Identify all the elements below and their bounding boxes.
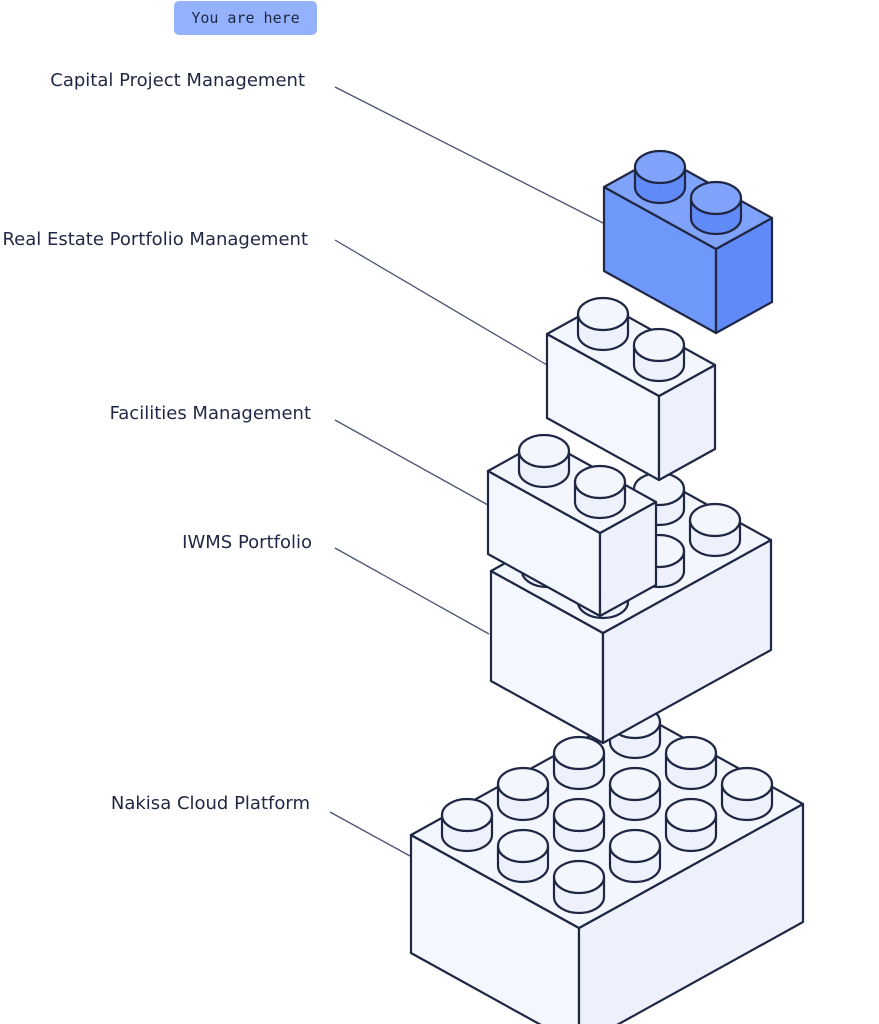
stud [517, 433, 571, 489]
stud-top [608, 828, 662, 864]
stud-top [664, 797, 718, 833]
stud-top [688, 502, 742, 538]
stud-top [720, 766, 774, 802]
stud-top [552, 735, 606, 771]
stud-top [689, 180, 743, 216]
stud-top [632, 327, 686, 363]
stud [440, 797, 494, 853]
brick-facilities-management [486, 433, 658, 618]
leader-lines [329, 86, 606, 857]
stud [689, 180, 743, 236]
stud [608, 766, 662, 822]
stud [496, 828, 550, 884]
you-are-here-badge: You are here [174, 1, 317, 35]
stud [664, 735, 718, 791]
stud-top [496, 828, 550, 864]
bricks [409, 149, 805, 1024]
stud-top [552, 859, 606, 895]
stud-top [573, 464, 627, 500]
stud [720, 766, 774, 822]
brick-nakisa-cloud-platform [409, 704, 805, 1024]
leader-line-nakisa-cloud-platform [329, 811, 411, 857]
leader-line-real-estate-portfolio-management [334, 239, 548, 366]
stud-top [517, 433, 571, 469]
stud [552, 859, 606, 915]
stud [573, 464, 627, 520]
stud-top [552, 797, 606, 833]
leader-line-capital-project-management [334, 86, 606, 225]
stud [576, 296, 630, 352]
stud-top [496, 766, 550, 802]
stud [552, 735, 606, 791]
stud-top [664, 735, 718, 771]
label-iwms-portfolio: IWMS Portfolio [182, 532, 312, 553]
stud-top [576, 296, 630, 332]
stud [496, 766, 550, 822]
stud [552, 797, 606, 853]
label-capital-project-management: Capital Project Management [50, 70, 305, 91]
stud [664, 797, 718, 853]
brick-capital-project-management [602, 149, 774, 335]
leader-line-facilities-management [334, 419, 489, 506]
stud-top [440, 797, 494, 833]
stud-top [608, 766, 662, 802]
label-facilities-management: Facilities Management [109, 403, 311, 424]
stud [608, 828, 662, 884]
brick-real-estate-portfolio-management [545, 296, 717, 482]
leader-line-iwms-portfolio [334, 547, 490, 635]
label-real-estate-portfolio-management: Real Estate Portfolio Management [2, 229, 308, 250]
stud [688, 502, 742, 558]
label-nakisa-cloud-platform: Nakisa Cloud Platform [110, 793, 310, 814]
stud [632, 327, 686, 383]
stud [633, 149, 687, 205]
stud-top [633, 149, 687, 185]
